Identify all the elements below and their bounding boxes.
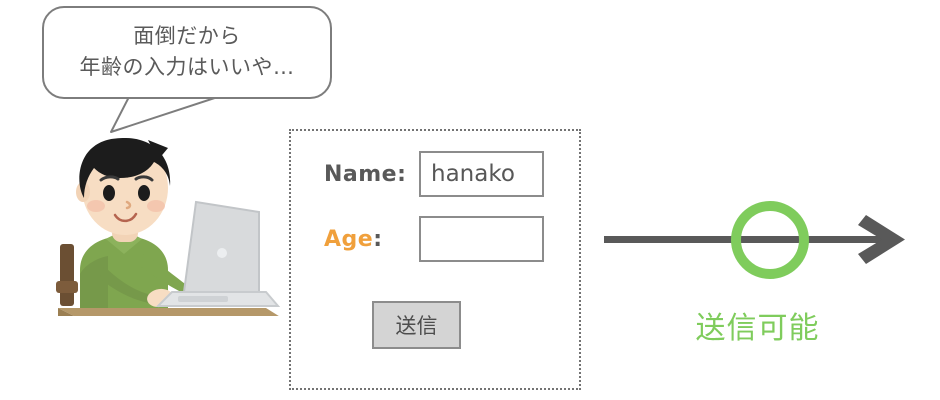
age-label: Age: (324, 227, 419, 252)
speech-bubble-line-1: 面倒だから (133, 24, 241, 49)
result-status-label: 送信可能 (695, 311, 820, 346)
person-typing-illustration (56, 138, 281, 316)
submit-button[interactable]: 送信 (372, 301, 461, 349)
result-arrow-group (604, 201, 905, 279)
form-row-name: Name: hanako (324, 151, 544, 197)
speech-bubble: 面倒だから 年齢の入力はいいや… (42, 6, 332, 99)
circle-ok-icon (731, 201, 809, 279)
speech-bubble-line-2: 年齢の入力はいいや… (79, 55, 295, 79)
name-label: Name: (324, 161, 407, 187)
age-label-colon: : (373, 226, 383, 252)
speech-bubble-text: 面倒だから 年齢の入力はいいや… (44, 8, 330, 97)
form-row-age: Age: (324, 216, 544, 262)
form-panel: Name: hanako Age: 送信 (289, 129, 581, 390)
right-arrow-icon (604, 215, 905, 264)
age-input[interactable] (419, 216, 544, 262)
speech-bubble-tail-icon (100, 91, 234, 133)
name-input-value: hanako (431, 161, 515, 187)
age-label-word: Age (324, 226, 374, 252)
name-input[interactable]: hanako (419, 151, 544, 197)
